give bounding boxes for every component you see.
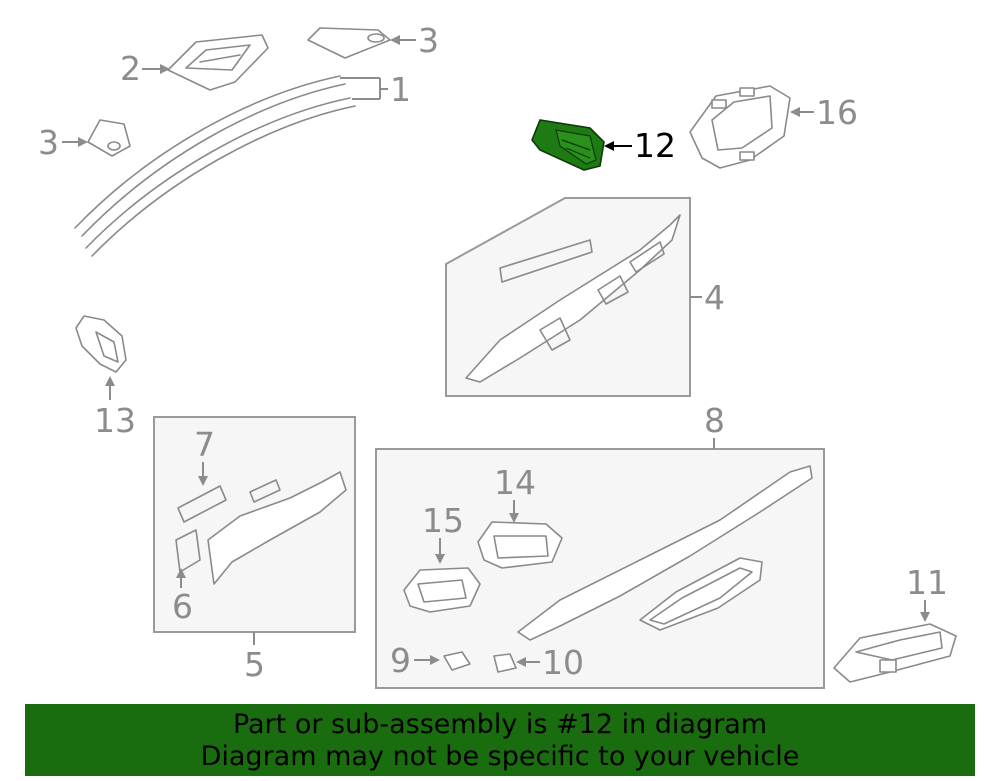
callout-8-label: 8 <box>704 401 725 440</box>
callout-15: 15 <box>422 501 464 564</box>
callout-2-label: 2 <box>120 49 141 88</box>
callout-11-label: 11 <box>906 563 948 602</box>
callout-3-upper-label: 3 <box>418 21 439 60</box>
part-3-cover-left[interactable] <box>87 119 131 157</box>
callout-12-label: 12 <box>634 126 676 165</box>
callout-3-upper: 3 <box>390 21 439 60</box>
callout-4: 4 <box>690 278 725 317</box>
parts-diagram: 1 2 3 3 12 <box>38 21 957 689</box>
callout-10: 10 <box>516 643 584 682</box>
part-5-panel[interactable] <box>153 416 356 633</box>
callout-11: 11 <box>906 563 948 622</box>
part-13-side-vent[interactable] <box>75 315 127 373</box>
callout-16: 16 <box>790 93 858 132</box>
part-3-cover-upper[interactable] <box>307 27 391 59</box>
callout-4-label: 4 <box>704 278 725 317</box>
callout-2: 2 <box>120 49 170 88</box>
part-2-top-panel[interactable] <box>167 34 269 91</box>
callout-3-left: 3 <box>38 123 88 162</box>
callout-5-label: 5 <box>244 645 265 684</box>
info-banner: Part or sub-assembly is #12 in diagram D… <box>25 704 975 776</box>
callout-3-left-label: 3 <box>38 123 59 162</box>
callout-7-label: 7 <box>194 425 215 464</box>
part-1-trim-strips[interactable] <box>74 75 356 257</box>
callout-5: 5 <box>244 632 265 684</box>
callout-6: 6 <box>172 568 193 626</box>
callout-16-label: 16 <box>816 93 858 132</box>
callout-13-label: 13 <box>94 401 136 440</box>
callout-8: 8 <box>704 401 725 449</box>
callout-14: 14 <box>494 463 536 523</box>
callout-14-label: 14 <box>494 463 536 502</box>
banner-line-2: Diagram may not be specific to your vehi… <box>200 741 800 772</box>
callout-1: 1 <box>340 70 411 109</box>
callout-9: 9 <box>390 641 440 680</box>
callout-13: 13 <box>94 376 136 440</box>
part-8-panel[interactable] <box>375 448 825 689</box>
callout-9-label: 9 <box>390 641 411 680</box>
part-11-bracket[interactable] <box>833 623 957 683</box>
callout-7: 7 <box>194 425 215 486</box>
banner-line-1: Part or sub-assembly is #12 in diagram <box>232 709 768 740</box>
part-4-panel[interactable] <box>445 197 691 397</box>
callout-12: 12 <box>604 126 676 165</box>
callout-6-label: 6 <box>172 587 193 626</box>
callout-1-label: 1 <box>390 70 411 109</box>
part-12-air-vent-highlighted[interactable] <box>531 119 605 171</box>
callout-15-label: 15 <box>422 501 464 540</box>
callout-10-label: 10 <box>542 643 584 682</box>
part-16-airbag-module[interactable] <box>689 85 791 169</box>
